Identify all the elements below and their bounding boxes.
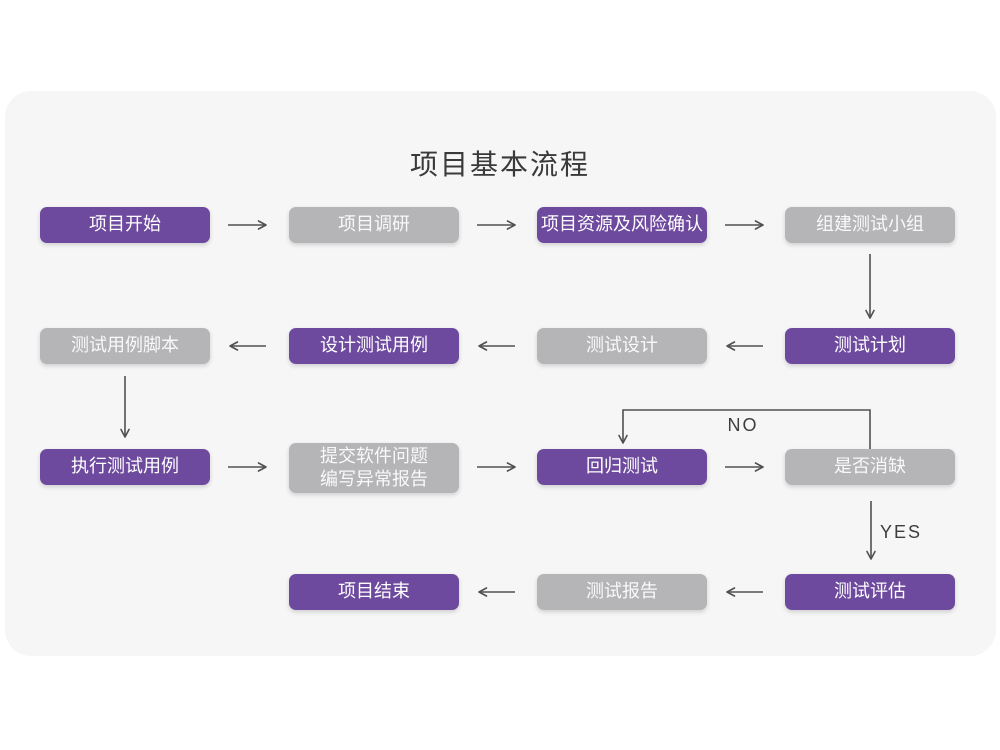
node-project-start: 项目开始	[40, 207, 210, 243]
flowchart-card	[5, 91, 996, 656]
node-resources-risk: 项目资源及风险确认	[537, 207, 707, 243]
node-submit-issues-report: 提交软件问题 编写异常报告	[289, 443, 459, 493]
node-regression-test: 回归测试	[537, 449, 707, 485]
node-defect-resolved: 是否消缺	[785, 449, 955, 485]
branch-label-no: NO	[727, 415, 759, 435]
node-test-evaluation: 测试评估	[785, 574, 955, 610]
node-design-test-cases: 设计测试用例	[289, 328, 459, 364]
node-project-research: 项目调研	[289, 207, 459, 243]
node-test-report: 测试报告	[537, 574, 707, 610]
node-test-design: 测试设计	[537, 328, 707, 364]
node-project-end: 项目结束	[289, 574, 459, 610]
node-test-case-scripts: 测试用例脚本	[40, 328, 210, 364]
node-build-test-team: 组建测试小组	[785, 207, 955, 243]
node-execute-test-cases: 执行测试用例	[40, 449, 210, 485]
node-test-plan: 测试计划	[785, 328, 955, 364]
branch-label-yes: YES	[880, 522, 923, 542]
page-title: 项目基本流程	[409, 149, 590, 180]
